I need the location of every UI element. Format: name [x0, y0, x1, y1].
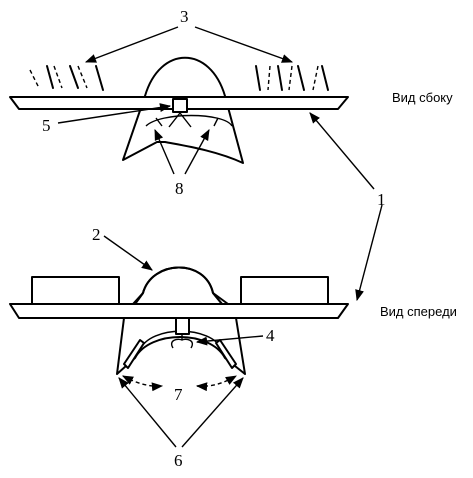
front-view: [9, 235, 349, 448]
front-wing: [9, 303, 349, 319]
caption-side-view: Вид сбоку: [392, 90, 453, 105]
front-pod-right: [240, 276, 329, 305]
front-side-panel-right: [215, 339, 237, 369]
arrow-1-top: [309, 112, 375, 190]
side-pod-arc: [145, 114, 233, 127]
label-2: 2: [92, 225, 101, 244]
side-left-rays: [29, 65, 104, 91]
front-pod-left: [31, 276, 120, 305]
label-6: 6: [174, 451, 183, 470]
label-4: 4: [266, 326, 275, 345]
label-8: 8: [175, 179, 184, 198]
front-side-panel-left: [123, 339, 145, 369]
label-7: 7: [174, 385, 183, 404]
front-sensor-4: [175, 317, 190, 335]
arrow-8-left: [154, 128, 175, 175]
arrow-6-left: [118, 377, 177, 448]
side-view: [9, 26, 349, 175]
arrow-2: [103, 235, 153, 271]
side-right-rays: [255, 65, 329, 91]
label-1: 1: [377, 190, 386, 209]
label-5: 5: [42, 116, 51, 135]
arrow-1-bottom: [355, 204, 383, 302]
arrow-7-left: [122, 375, 164, 392]
side-sensor-5-base: [168, 111, 192, 128]
arrow-5: [57, 103, 172, 124]
arrow-7-right: [195, 375, 237, 392]
side-sensor-5: [172, 98, 188, 113]
label-3: 3: [180, 7, 189, 26]
arrow-3-left: [84, 26, 179, 63]
arrow-8-right: [184, 129, 210, 175]
caption-front-view: Вид спереди: [380, 304, 457, 319]
arrow-3-right: [194, 26, 294, 63]
arrow-6-right: [181, 377, 244, 448]
front-gripper: [171, 334, 193, 349]
arrow-4: [195, 335, 264, 346]
